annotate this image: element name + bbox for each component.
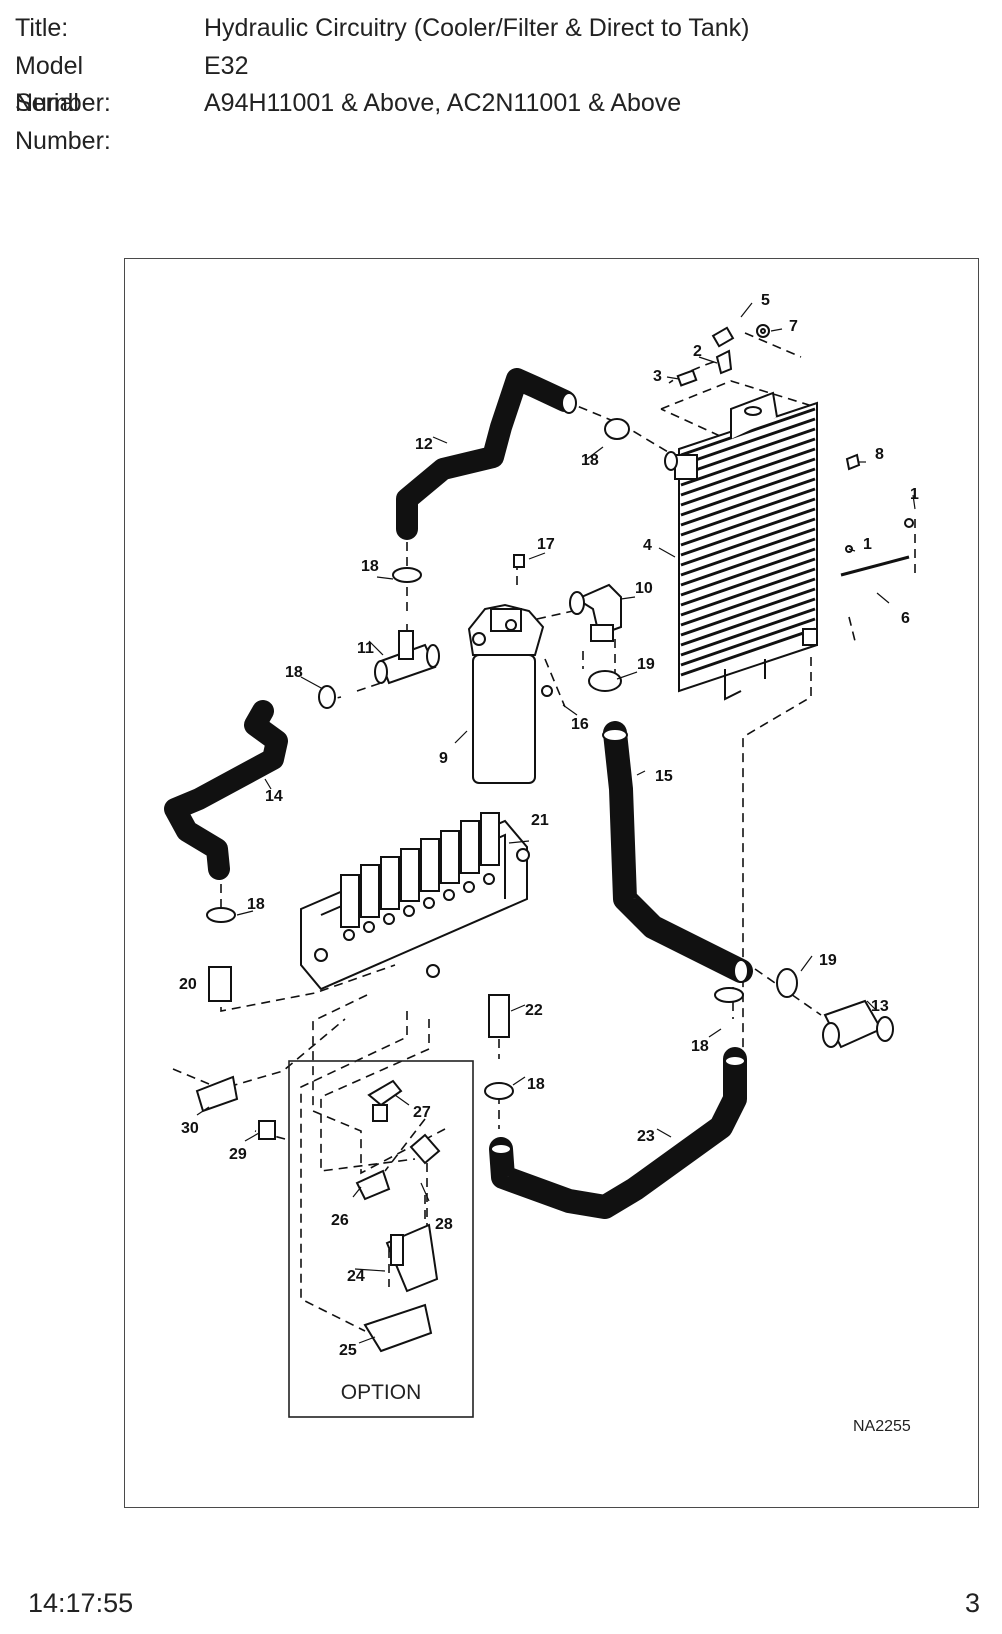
- hose-12: [396, 368, 577, 540]
- serial-label: Serial Number:: [15, 89, 111, 155]
- callout-2: 2: [693, 343, 702, 360]
- callout-4: 4: [643, 537, 652, 554]
- hose-15: [602, 721, 753, 983]
- filter-9: [467, 554, 553, 784]
- callout-6: 6: [901, 610, 910, 627]
- callout-8: 8: [875, 446, 884, 463]
- callout-22: 22: [525, 1002, 543, 1019]
- option-label: OPTION: [341, 1381, 422, 1404]
- callout-3: 3: [653, 368, 662, 385]
- footer-time: 14:17:55: [28, 1588, 134, 1618]
- callout-25: 25: [339, 1342, 357, 1359]
- title-label: Title:: [15, 14, 69, 42]
- tee-11: [374, 630, 440, 685]
- callout-10: 10: [635, 580, 653, 597]
- callout-26: 26: [331, 1212, 349, 1229]
- exploded-parts-drawing: OPTION 1 1 2 3 4 5 6 7 8 9 10: [164, 292, 919, 1435]
- hose-14: [164, 700, 288, 880]
- callout-9: 9: [439, 750, 448, 767]
- callout-18: 18: [285, 664, 303, 681]
- callout-21: 21: [531, 812, 549, 829]
- callout-labels: 1 1 2 3 4 5 6 7 8 9 10 11 12 13 14 15 16…: [179, 292, 919, 1359]
- callout-16: 16: [571, 716, 589, 733]
- fittings: [195, 324, 914, 1353]
- callout-19: 19: [819, 952, 837, 969]
- model-value: E32: [204, 51, 249, 80]
- valve-body-21: [300, 812, 530, 991]
- title-value: Hydraulic Circuitry (Cooler/Filter & Dir…: [204, 14, 750, 42]
- elbow-10: [569, 583, 622, 642]
- parts-diagram: OPTION 1 1 2 3 4 5 6 7 8 9 10: [124, 258, 979, 1508]
- callout-19: 19: [637, 656, 655, 673]
- option-box: [288, 1060, 474, 1418]
- callout-20: 20: [179, 976, 197, 993]
- callout-29: 29: [229, 1146, 247, 1163]
- callout-11: 11: [357, 640, 374, 657]
- callout-5: 5: [761, 292, 770, 309]
- serial-value: A94H11001 & Above, AC2N11001 & Above: [204, 89, 682, 117]
- callout-18: 18: [691, 1038, 709, 1055]
- callout-1: 1: [910, 486, 919, 503]
- callout-18: 18: [581, 452, 599, 469]
- callout-13: 13: [871, 998, 889, 1015]
- leader-lines: [196, 302, 916, 1344]
- callout-14: 14: [265, 788, 283, 805]
- callout-28: 28: [435, 1216, 453, 1233]
- callout-30: 30: [181, 1120, 199, 1137]
- callout-12: 12: [415, 436, 433, 453]
- callout-7: 7: [789, 318, 798, 335]
- oil-cooler: [664, 391, 818, 701]
- model-label: Model Number:: [15, 51, 111, 118]
- hose-23: [489, 1047, 747, 1219]
- callout-15: 15: [655, 768, 673, 785]
- callout-18: 18: [361, 558, 379, 575]
- callout-18: 18: [247, 896, 265, 913]
- callout-23: 23: [637, 1128, 655, 1145]
- callout-27: 27: [413, 1104, 431, 1121]
- callout-18: 18: [527, 1076, 545, 1093]
- callout-17: 17: [537, 536, 555, 553]
- figure-id: NA2255: [853, 1418, 911, 1435]
- callout-24: 24: [347, 1268, 365, 1285]
- page-number: 3: [964, 1588, 980, 1618]
- callout-1: 1: [863, 536, 872, 553]
